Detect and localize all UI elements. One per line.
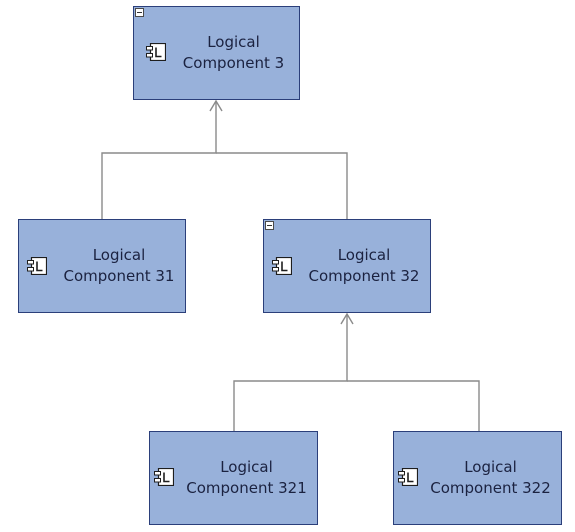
node-logical-component-321[interactable]: Logical Component 321 — [149, 431, 318, 525]
node-label-line1: Logical — [337, 246, 391, 264]
node-logical-component-32[interactable]: Logical Component 32 — [263, 219, 431, 313]
node-label-line2: Component 3 — [182, 54, 285, 72]
arrowhead-lc3 — [209, 99, 223, 112]
logical-component-icon — [398, 468, 418, 486]
node-label-line1: Logical — [207, 33, 260, 51]
node-label-line1: Logical — [220, 458, 273, 476]
arrowhead-lc32 — [340, 312, 354, 325]
link-lc31-to-lc3 — [101, 101, 217, 219]
link-lc321-to-lc32 — [233, 314, 348, 431]
collapse-icon[interactable] — [135, 8, 144, 17]
node-label: Logical Component 3 — [170, 32, 297, 74]
logical-component-icon — [272, 257, 292, 275]
link-lc322-to-lc32 — [347, 380, 480, 431]
logical-component-icon — [154, 468, 174, 486]
node-logical-component-31[interactable]: Logical Component 31 — [18, 219, 186, 313]
node-label: Logical Component 31 — [55, 245, 183, 287]
node-logical-component-322[interactable]: Logical Component 322 — [393, 431, 562, 525]
node-label: Logical Component 321 — [178, 457, 315, 499]
link-lc32-to-lc3 — [216, 152, 348, 219]
node-label-line2: Component 321 — [186, 479, 307, 497]
node-label-line2: Component 31 — [63, 267, 175, 285]
node-label: Logical Component 322 — [422, 457, 559, 499]
node-label-line2: Component 322 — [430, 479, 551, 497]
node-label-line1: Logical — [92, 246, 146, 264]
node-label-line2: Component 32 — [308, 267, 420, 285]
node-label-line1: Logical — [464, 458, 517, 476]
node-label: Logical Component 32 — [300, 245, 428, 287]
node-logical-component-3[interactable]: Logical Component 3 — [133, 6, 300, 100]
logical-component-icon — [146, 43, 166, 61]
collapse-icon[interactable] — [265, 221, 274, 230]
logical-component-icon — [27, 257, 47, 275]
